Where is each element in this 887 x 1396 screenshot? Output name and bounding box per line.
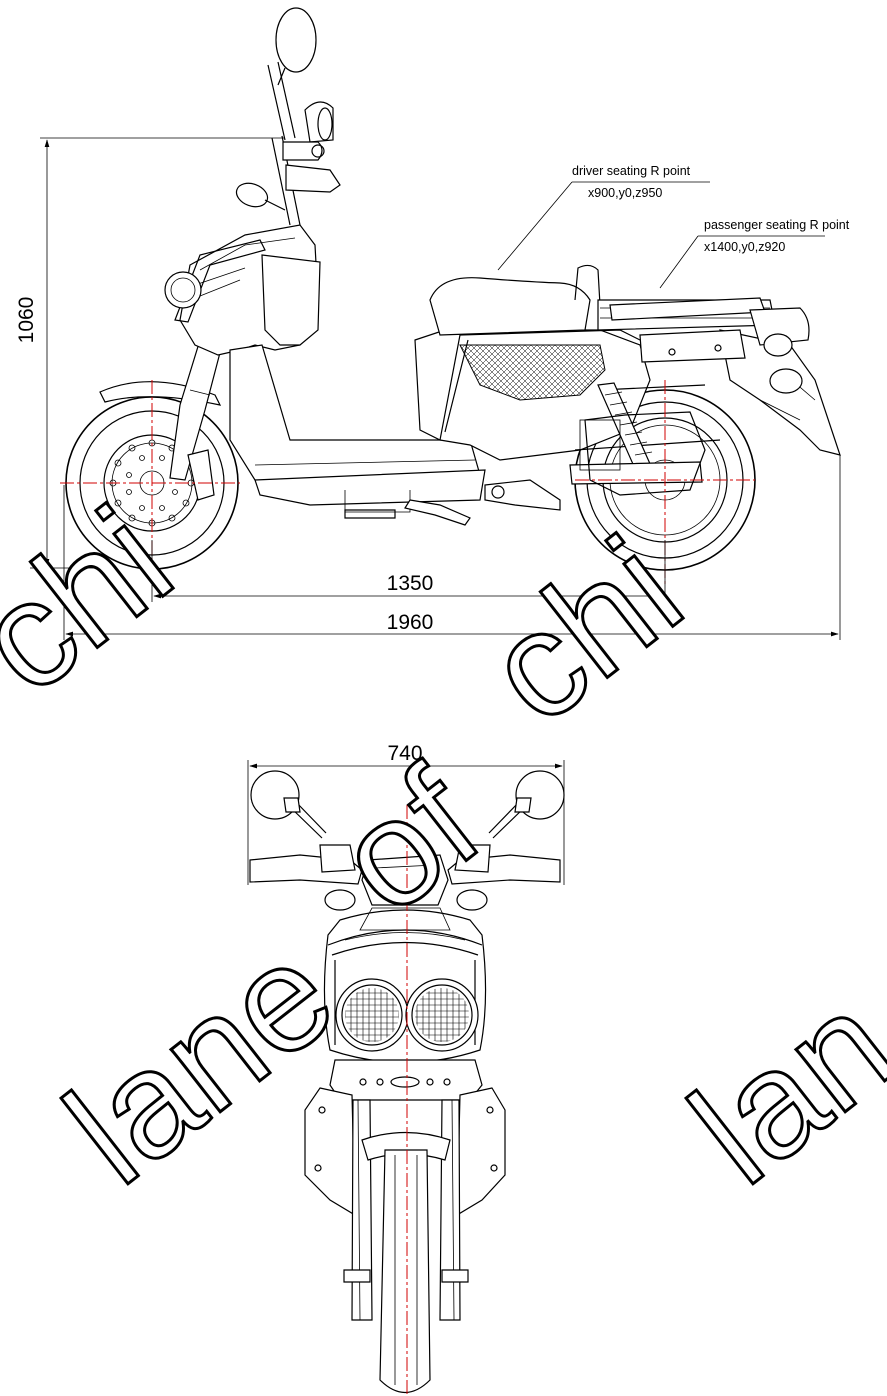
frame-tubes (439, 329, 721, 451)
front-rack-front (327, 929, 483, 1045)
driver-label: driver seating R point (572, 164, 691, 178)
watermark-left: chi (0, 475, 201, 725)
passenger-label: passenger seating R point (704, 218, 850, 232)
turn-signal-side (235, 182, 269, 208)
tail-light (639, 329, 746, 363)
rear-shock (597, 382, 656, 481)
footboard-right (456, 1087, 506, 1217)
swing-arm (569, 461, 703, 485)
turn-signal-left (324, 889, 356, 911)
side-mesh-panel (459, 344, 606, 401)
dim-width: 740 (387, 742, 422, 765)
dim-height: 1060 (15, 297, 38, 344)
turn-signal-right (456, 889, 488, 911)
brake-caliper (187, 449, 215, 501)
headlight-side (304, 101, 334, 143)
driver-coords: x900,y0,z950 (588, 186, 662, 200)
grab-rail (574, 264, 601, 306)
front-rack (174, 239, 266, 323)
handlebar-controls (282, 141, 323, 161)
side-stand (404, 499, 471, 526)
leg-shield (329, 1059, 483, 1101)
dim-overall-length: 1960 (387, 611, 434, 634)
fork-right (439, 1099, 461, 1321)
dim-wheelbase: 1350 (387, 572, 434, 595)
watermark-right: chi (456, 505, 711, 755)
mirror-side (275, 7, 317, 73)
passenger-coords: x1400,y0,z920 (704, 240, 785, 254)
side-view: 1060 1350 1960 driver seating R point x9… (15, 7, 850, 640)
knee-panel (261, 254, 321, 346)
seat (429, 277, 591, 336)
watermark-bottom-middle: of (306, 736, 508, 946)
under-body (254, 469, 486, 506)
front-tire (379, 1149, 431, 1394)
front-view: 740 (247, 742, 565, 1396)
watermark-bottom-right: lan (661, 960, 887, 1216)
fork-left (351, 1099, 373, 1321)
footboard-left (304, 1087, 356, 1217)
